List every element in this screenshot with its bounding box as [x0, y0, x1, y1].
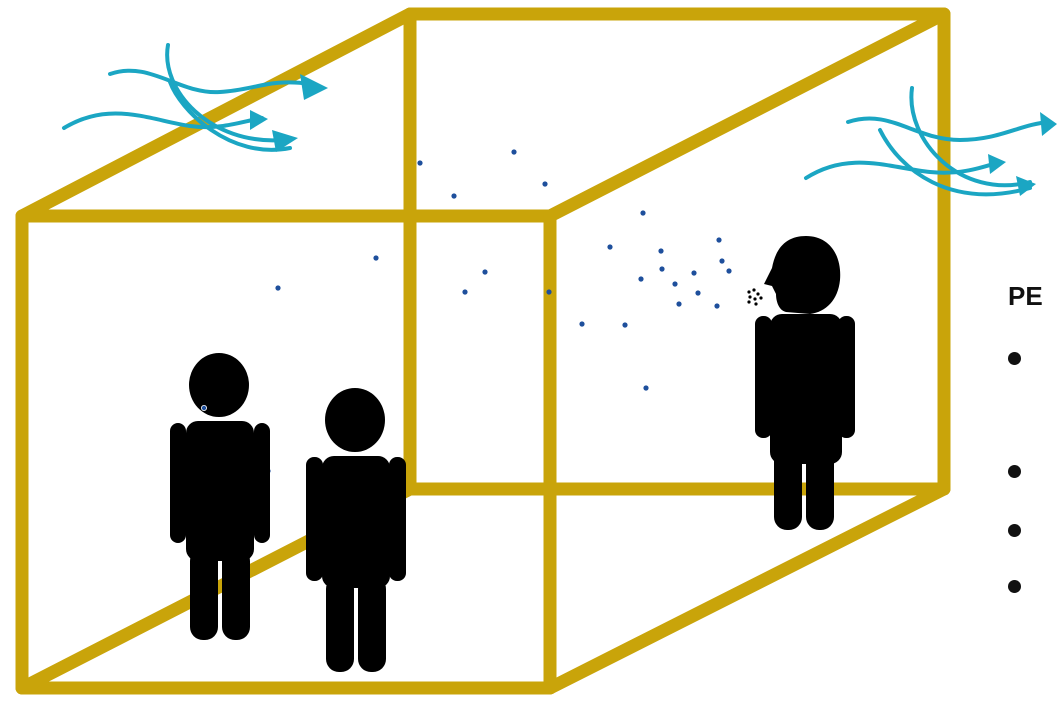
aerosol-particle-icon — [719, 258, 724, 263]
aerosol-particle-icon — [638, 276, 643, 281]
exhale-droplets-icon — [747, 288, 762, 305]
aerosol-particle-icon — [726, 268, 731, 273]
aerosol-particle-icon — [579, 321, 584, 326]
bullet-marker — [1008, 465, 1021, 478]
aerosol-particle-icon — [417, 160, 422, 165]
room-front-face — [22, 216, 550, 688]
room-edge-top-right — [550, 14, 944, 216]
aerosol-particle-icon — [622, 322, 627, 327]
aerosol-particle-icon — [542, 181, 547, 186]
aerosol-particle-icon — [275, 285, 280, 290]
aerosol-particle-icon — [695, 290, 700, 295]
aerosol-particle-icon — [676, 301, 681, 306]
aerosol-particle-icon — [659, 266, 664, 271]
bullet-marker — [1008, 580, 1021, 593]
aerosol-particle-icon — [607, 244, 612, 249]
aerosol-particle-icon — [482, 269, 487, 274]
aerosol-particles — [201, 149, 731, 473]
aerosol-particle-icon — [658, 248, 663, 253]
aerosol-particle-icon — [462, 289, 467, 294]
aerosol-particle-icon — [714, 303, 719, 308]
aerosol-particle-icon — [643, 385, 648, 390]
aerosol-particle-icon — [691, 270, 696, 275]
person-icon-left — [170, 353, 270, 640]
aerosol-particle-icon — [511, 149, 516, 154]
aerosol-particle-icon — [373, 255, 378, 260]
aerosol-particle-icon — [716, 237, 721, 242]
airflow-arrows-icon-right — [806, 88, 1057, 196]
person-icon-middle — [306, 388, 406, 672]
aerosol-particle-icon — [640, 210, 645, 215]
side-heading: PE — [1008, 281, 1043, 312]
airflow-arrows-icon — [64, 45, 328, 152]
bullet-marker — [1008, 352, 1021, 365]
aerosol-particle-icon — [451, 193, 456, 198]
aerosol-particle-icon — [546, 289, 551, 294]
room-back-face — [410, 14, 944, 489]
bullet-marker — [1008, 524, 1021, 537]
aerosol-particle-icon — [672, 281, 677, 286]
room-edge-bottom-right — [550, 489, 944, 688]
room-edge-top-left — [22, 14, 410, 216]
